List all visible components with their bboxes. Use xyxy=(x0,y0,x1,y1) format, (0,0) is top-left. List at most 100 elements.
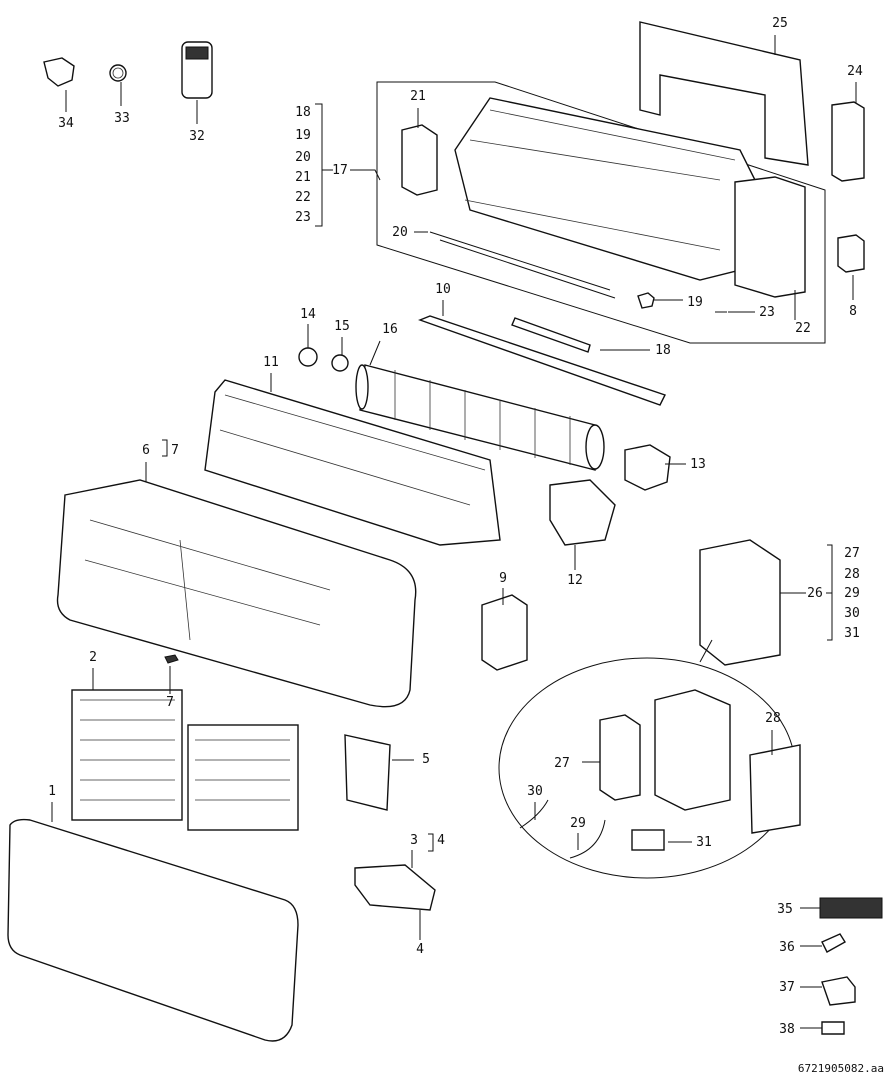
connector-31 xyxy=(631,829,665,851)
leader-line xyxy=(162,439,168,457)
part-8 xyxy=(837,234,865,273)
callout-label-24: 24 xyxy=(847,64,863,79)
callout-label-14: 14 xyxy=(300,307,316,322)
fan-blades-16 xyxy=(394,370,571,465)
callout-label-6: 6 xyxy=(142,443,150,458)
callout-label-21: 21 xyxy=(295,170,311,185)
callout-label-10: 10 xyxy=(435,282,451,297)
callout-label-1: 1 xyxy=(48,784,56,799)
callout-label-31: 31 xyxy=(844,626,860,641)
sensor-30 xyxy=(519,799,549,829)
callout-label-27: 27 xyxy=(554,756,570,771)
clamp-38 xyxy=(821,1021,845,1035)
display-board-3 xyxy=(354,864,436,911)
cover-plate-28 xyxy=(749,744,801,834)
callout-label-5: 5 xyxy=(422,752,430,767)
side-cover-22 xyxy=(734,176,806,298)
callout-label-28: 28 xyxy=(844,567,860,582)
filter-left-2 xyxy=(71,689,183,821)
callout-label-38: 38 xyxy=(779,1022,795,1037)
callout-label-31: 31 xyxy=(696,835,712,850)
callout-label-26: 26 xyxy=(807,586,823,601)
leader-line xyxy=(350,169,381,181)
callout-label-23: 23 xyxy=(295,210,311,225)
callout-label-7: 7 xyxy=(171,443,179,458)
parts-layer xyxy=(7,21,883,1042)
callout-label-8: 8 xyxy=(849,304,857,319)
cover-9 xyxy=(481,594,528,671)
elbow-fitting-34 xyxy=(43,57,75,87)
callout-label-11: 11 xyxy=(263,355,279,370)
spring-shaft-18 xyxy=(511,317,591,353)
sensor-29 xyxy=(569,819,606,859)
foam-35 xyxy=(819,897,883,919)
callout-label-22: 22 xyxy=(795,321,811,336)
box-detail-26 xyxy=(654,689,731,811)
document-code: 6721905082.aa xyxy=(798,1062,884,1075)
callout-label-32: 32 xyxy=(189,129,205,144)
callout-label-4: 4 xyxy=(416,942,424,957)
callout-label-21: 21 xyxy=(410,89,426,104)
callout-label-23: 23 xyxy=(759,305,775,320)
front-panel-1 xyxy=(7,818,299,1042)
callout-label-7: 7 xyxy=(166,695,174,710)
electronic-cover-5 xyxy=(344,734,391,811)
callout-label-34: 34 xyxy=(58,116,74,131)
callout-label-17: 17 xyxy=(332,163,348,178)
callout-label-4: 4 xyxy=(437,833,445,848)
callout-label-30: 30 xyxy=(527,784,543,799)
fan-end-16 xyxy=(355,364,369,410)
callout-label-29: 29 xyxy=(844,586,860,601)
motor-13 xyxy=(624,444,671,491)
callout-label-12: 12 xyxy=(567,573,583,588)
bushing-19 xyxy=(637,292,655,309)
chassis-frame xyxy=(454,97,761,281)
drain-pan-10 xyxy=(418,315,666,406)
callout-label-13: 13 xyxy=(690,457,706,472)
callout-label-37: 37 xyxy=(779,980,795,995)
leader-line xyxy=(428,833,434,852)
clip-7 xyxy=(164,654,179,664)
clip-36 xyxy=(821,933,846,953)
callout-label-2: 2 xyxy=(89,650,97,665)
callout-label-27: 27 xyxy=(844,546,860,561)
callout-label-29: 29 xyxy=(570,816,586,831)
callout-label-19: 19 xyxy=(687,295,703,310)
bearing-14 xyxy=(298,347,318,367)
callout-label-28: 28 xyxy=(765,711,781,726)
callout-label-15: 15 xyxy=(334,319,350,334)
leader-line xyxy=(369,340,381,366)
callout-label-36: 36 xyxy=(779,940,795,955)
fan-end-right-16 xyxy=(585,424,605,470)
group-17-frame xyxy=(376,81,826,344)
leader-lines xyxy=(51,35,857,1029)
leader-line xyxy=(699,639,713,663)
callout-label-20: 20 xyxy=(295,150,311,165)
callout-label-3: 3 xyxy=(410,833,418,848)
coupling-15 xyxy=(331,354,349,372)
callout-label-20: 20 xyxy=(392,225,408,240)
motor-bracket-12 xyxy=(549,479,616,546)
seal-ring-33 xyxy=(109,64,127,82)
callout-label-35: 35 xyxy=(777,902,793,917)
callout-label-25: 25 xyxy=(772,16,788,31)
filter-right-2 xyxy=(187,724,299,831)
callout-label-33: 33 xyxy=(114,111,130,126)
remote-display-32 xyxy=(185,46,209,60)
bracket-37 xyxy=(821,976,856,1006)
evaporator-fins-11 xyxy=(219,394,486,506)
callout-label-22: 22 xyxy=(295,190,311,205)
callout-label-18: 18 xyxy=(655,343,671,358)
louver-rod-20 xyxy=(429,231,616,299)
callout-label-18: 18 xyxy=(295,105,311,120)
filter-mesh-2 xyxy=(80,699,290,801)
callout-label-16: 16 xyxy=(382,322,398,337)
callout-label-9: 9 xyxy=(499,571,507,586)
mounting-plate-25 xyxy=(639,21,809,166)
leader-line xyxy=(315,103,323,227)
bracket-24 xyxy=(831,101,865,182)
chassis-detail xyxy=(464,109,736,251)
callout-label-30: 30 xyxy=(844,606,860,621)
